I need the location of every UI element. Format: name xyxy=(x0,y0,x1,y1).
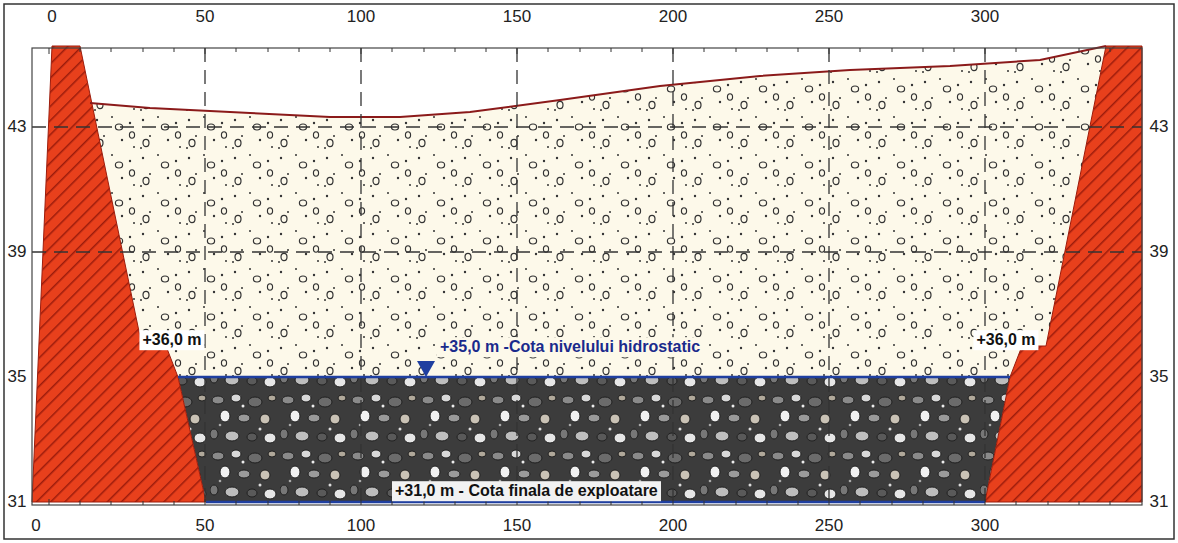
distance-tick: 150 xyxy=(503,8,531,27)
distance-tick: 250 xyxy=(815,517,843,536)
elevation-tick: 31 xyxy=(8,493,27,512)
sand-layer xyxy=(90,46,1106,377)
elevation-tick: 39 xyxy=(8,243,27,262)
distance-tick: 50 xyxy=(196,517,215,536)
elevation-tick: 39 xyxy=(1150,243,1169,262)
water-level-marker xyxy=(417,361,435,377)
elevation-tick: 43 xyxy=(8,118,27,137)
axis-ticks xyxy=(49,48,1110,505)
distance-tick: 200 xyxy=(659,8,687,27)
distance-tick: 300 xyxy=(971,517,999,536)
distance-tick: 200 xyxy=(659,517,687,536)
final-level-line xyxy=(206,501,985,504)
terrain-line xyxy=(90,46,1106,117)
gravel-layer xyxy=(178,377,1010,502)
water-table-line xyxy=(178,376,1010,379)
distance-tick: 100 xyxy=(347,8,375,27)
distance-tick: 300 xyxy=(971,8,999,27)
left-bank xyxy=(32,46,206,502)
distance-tick: 0 xyxy=(31,517,40,536)
distance-tick: 50 xyxy=(196,8,215,27)
elevation-tick: 43 xyxy=(1150,118,1169,137)
distance-tick: 250 xyxy=(815,8,843,27)
plot-frame xyxy=(32,48,1142,505)
grid-lines xyxy=(32,48,1142,505)
distance-tick: 100 xyxy=(347,517,375,536)
outer-frame xyxy=(4,4,1174,539)
water-table-label: +35,0 m -Cota nivelului hidrostatic xyxy=(437,337,703,357)
right-bank xyxy=(985,46,1142,502)
elevation-tick: 35 xyxy=(8,368,27,387)
elevation-tick: 31 xyxy=(1150,493,1169,512)
bench-level: +36,0 m xyxy=(139,330,204,350)
distance-tick: 150 xyxy=(503,517,531,536)
distance-tick: 0 xyxy=(47,8,56,27)
final-level-label: +31,0 m - Cota finala de exploatare xyxy=(392,481,661,501)
bench-level: +36,0 m xyxy=(973,330,1038,350)
elevation-tick: 35 xyxy=(1150,368,1169,387)
